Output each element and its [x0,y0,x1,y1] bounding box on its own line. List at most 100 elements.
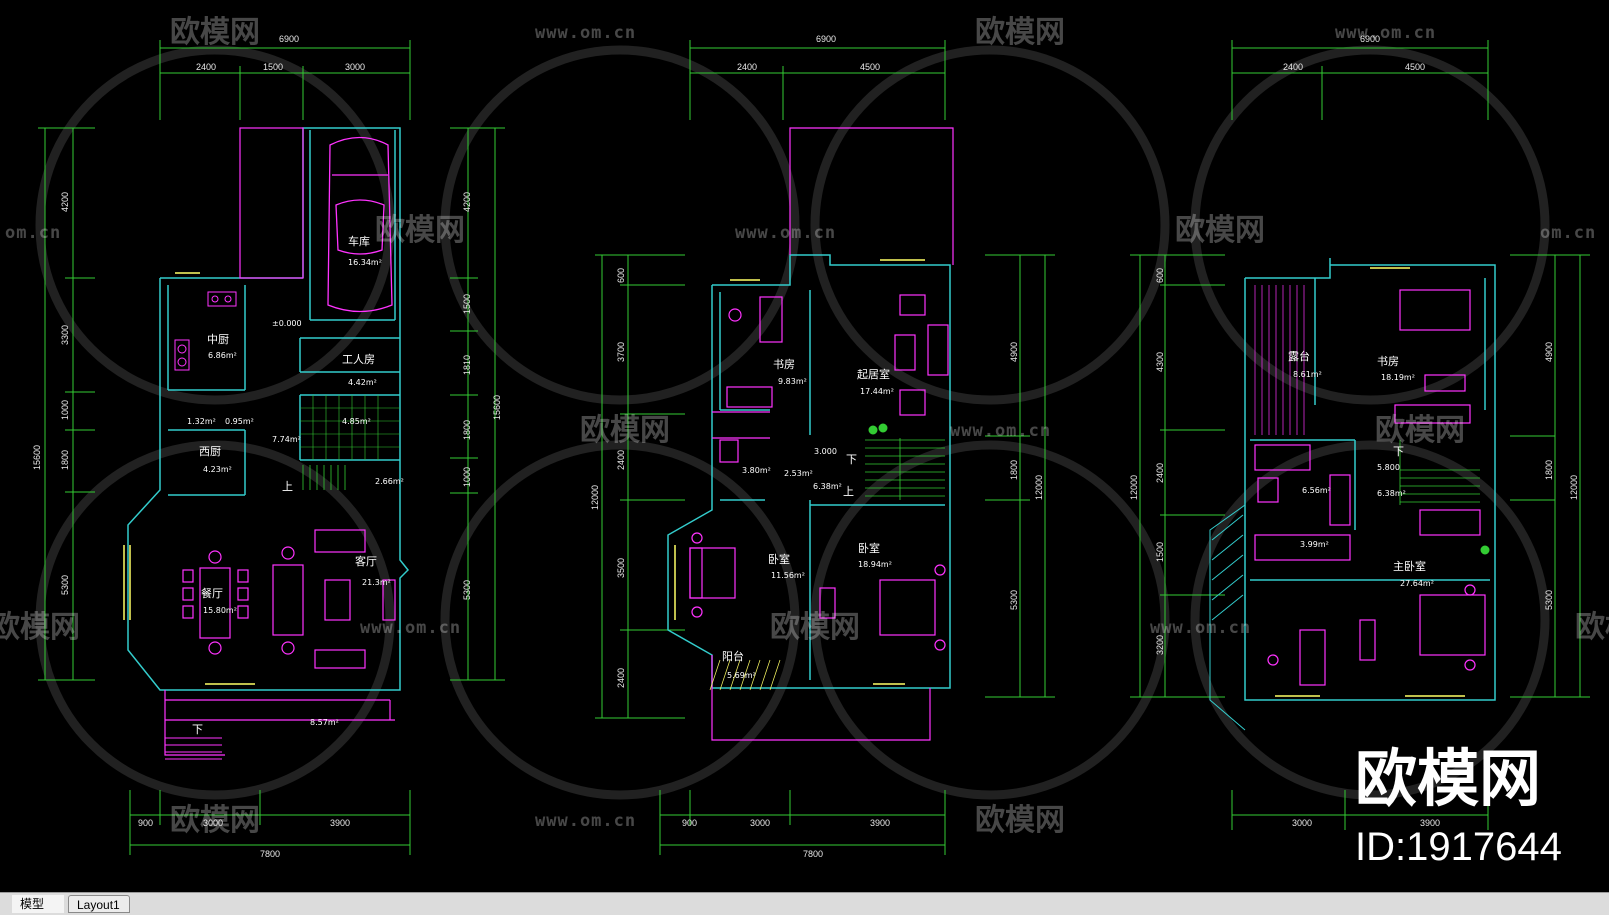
dim-bottom-b: 3900 [1420,818,1440,828]
dim-left-total: 12000 [590,485,600,510]
watermark-id: ID:1917644 [1355,825,1562,869]
dim-left-d: 1800 [60,450,70,470]
room-dining-area: 15.80m² [203,606,237,615]
dim-left-a: 4200 [60,192,70,212]
area-terrace: 8.57m² [310,718,339,727]
dimension-labels-plan-3: 6900 2400 4500 3000 3900 600 4300 2400 1… [1129,34,1579,828]
room-garage-area: 16.34m² [348,258,382,267]
dim-top-c: 3000 [345,62,365,72]
dim-left-c: 2400 [1155,463,1165,483]
area-hall: 7.74m² [272,435,301,444]
watermark-url-partial: om.cn [1540,223,1596,243]
watermark-url: www.om.cn [1150,618,1251,638]
dim-left-a: 600 [616,268,626,283]
room-terrace-area: 8.61m² [1293,370,1322,379]
stair-down-mark: 下 [192,723,203,736]
watermark-brand: 欧模网 [580,413,670,448]
dim-right-total: 15600 [492,395,502,420]
watermark-url-partial: om.cn [5,223,61,243]
dim-right-b: 1500 [462,294,472,314]
dim-top-b: 4500 [860,62,880,72]
watermark-brand: 欧模网 [770,610,860,645]
watermark-url: www.om.cn [950,421,1051,441]
room-study-name: 书房 [1377,355,1399,368]
watermark-brand: 欧模网 [1175,213,1265,248]
watermark-circles [35,45,1550,800]
dim-top-a: 2400 [1283,62,1303,72]
dim-left-d: 1500 [1155,542,1165,562]
room-dining-name: 餐厅 [201,586,223,600]
room-garage-name: 车库 [348,234,370,248]
dim-left-e: 3200 [1155,635,1165,655]
dim-bottom-b: 3000 [750,818,770,828]
floor-plan-2 [595,40,1055,855]
stair-down-mark: 下 [846,453,857,466]
dimension-labels-plan-2: 6900 2400 4500 900 3000 3900 7800 600 37… [590,34,1044,859]
dim-right-f: 5300 [462,580,472,600]
dim-left-b: 4300 [1155,352,1165,372]
dim-left-c: 1000 [60,400,70,420]
watermark-url: www.om.cn [535,23,636,43]
dim-left-e: 5300 [60,575,70,595]
area-hall: 2.53m² [784,469,813,478]
area-stair: 2.66m² [375,477,404,486]
watermark-brand: 欧模网 [170,803,260,838]
tab-model[interactable]: 模型 [12,895,64,913]
dim-right-b: 1800 [1544,460,1554,480]
tab-layout1[interactable]: Layout1 [68,895,130,913]
dim-top-total: 6900 [1360,34,1380,44]
room-bedroom-1-name: 卧室 [768,552,790,566]
dim-right-b: 1800 [1009,460,1019,480]
area-small-1: 1.32m² [187,417,216,426]
dim-left-b: 3700 [616,342,626,362]
floor-plan-3 [1130,40,1590,830]
level-mark: 5.800 [1377,463,1400,472]
watermark-brand: 欧模网 [975,803,1065,838]
watermark-brand-partial: 欧模网 [0,610,80,645]
room-servant-area: 4.42m² [348,378,377,387]
watermark-brand: 欧模网 [170,15,260,50]
room-study-area: 18.19m² [1381,373,1415,382]
stair-down-mark: 下 [1393,445,1404,458]
room-master-area: 27.64m² [1400,579,1434,588]
room-western-kitchen-area: 4.23m² [203,465,232,474]
dim-top-b: 4500 [1405,62,1425,72]
layout-tab-bar: 模型 Layout1 [0,892,1609,915]
room-study-name: 书房 [773,358,795,371]
area-stair: 6.38m² [1377,489,1406,498]
watermark-big-brand: 欧模网 [1355,742,1541,815]
dim-top-total: 6900 [816,34,836,44]
area-bath: 3.80m² [742,466,771,475]
dim-right-a: 4900 [1544,342,1554,362]
dim-bottom-a: 3000 [1292,818,1312,828]
dim-top-a: 2400 [737,62,757,72]
dim-bottom-c: 3900 [330,818,350,828]
dim-right-a: 4900 [1009,342,1019,362]
area-stair: 6.38m² [813,482,842,491]
dim-bottom-a: 900 [138,818,153,828]
room-labels-plan-3: 露台 8.61m² 书房 18.19m² 主卧室 27.64m² 6.56m² … [1288,349,1434,588]
dim-right-d: 1800 [462,420,472,440]
dim-right-e: 1000 [462,467,472,487]
dim-left-b: 3300 [60,325,70,345]
stair-up-mark: 上 [282,480,293,493]
dimension-labels-plan-1: 6900 2400 1500 3000 900 3000 3900 7800 4… [32,34,502,859]
watermarks: 欧模网 www.om.cn 欧模网 www.om.cn om.cn 欧模网 ww… [0,15,1609,869]
dim-bottom-total: 7800 [260,849,280,859]
cad-model-space[interactable]: 6900 2400 1500 3000 900 3000 3900 7800 4… [0,0,1609,892]
dim-bottom-b: 3000 [203,818,223,828]
room-lounge-area: 17.44m² [860,387,894,396]
room-labels-plan-2: 书房 9.83m² 起居室 17.44m² 卧室 11.56m² 卧室 18.9… [722,358,894,680]
dim-left-c: 2400 [616,450,626,470]
room-lounge-name: 起居室 [857,367,890,381]
room-terrace-name: 露台 [1288,349,1310,363]
watermark-url: www.om.cn [535,811,636,831]
area-small-2: 0.95m² [225,417,254,426]
area-bath: 6.56m² [1302,486,1331,495]
room-balcony-name: 阳台 [722,649,744,663]
room-bedroom-2-name: 卧室 [858,541,880,555]
dim-right-total: 12000 [1034,475,1044,500]
dim-left-total: 12000 [1129,475,1139,500]
dim-bottom-total: 7800 [803,849,823,859]
dim-right-c: 5300 [1544,590,1554,610]
